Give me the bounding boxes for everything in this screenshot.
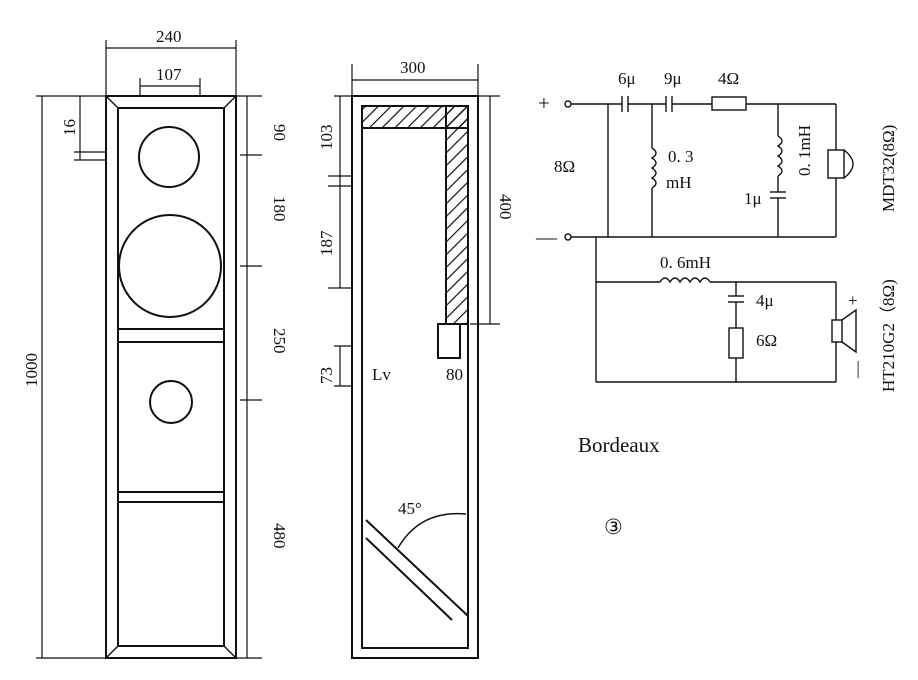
tw-l1-value: 0. 3: [668, 147, 694, 166]
dim-port-height: 73: [317, 367, 336, 384]
model-title: Bordeaux: [578, 433, 660, 457]
dim-seg-top: 90: [270, 124, 289, 141]
figure-number: ③: [604, 515, 623, 539]
tw-c3: 1μ: [744, 189, 762, 208]
dim-port-span: 187: [317, 230, 336, 256]
tw-l1-unit: mH: [666, 173, 692, 192]
front-baffle-inner: [117, 107, 225, 647]
woofer-driver-symbol: [831, 319, 843, 343]
front-view: 240 107 1000 16 90 180 250 480: [22, 27, 289, 659]
wf-l1: 0. 6mH: [660, 253, 711, 272]
tw-driver: MDT32(8Ω): [879, 125, 898, 212]
tw-c2: 9μ: [664, 69, 682, 88]
dim-height-total: 1000: [22, 353, 41, 387]
tweeter-cutout: [138, 126, 200, 188]
front-baffle-outline: [105, 95, 237, 659]
dim-seg-3: 250: [270, 328, 289, 354]
minus-terminal: —: [535, 225, 558, 249]
impedance-label: 8Ω: [554, 157, 575, 176]
side-view: 45° Lv 300 103 187 73 400 80: [317, 58, 515, 659]
dim-width-inner: 107: [156, 65, 182, 84]
wf-r1: 6Ω: [756, 331, 777, 350]
wf-plus: +: [848, 291, 858, 310]
dim-upper-chamber: 400: [496, 194, 515, 220]
wf-inductor: [659, 277, 711, 284]
tw-c1: 6μ: [618, 69, 636, 88]
dim-panel-thickness: 16: [60, 119, 79, 136]
port-label: Lv: [372, 365, 391, 384]
woofer-cutout: [118, 214, 222, 318]
rear-damping: [445, 105, 469, 325]
wf-minus: —: [847, 360, 866, 379]
tw-r1: 4Ω: [718, 69, 739, 88]
wf-c1: 4μ: [756, 291, 774, 310]
dim-seg-4: 480: [270, 523, 289, 549]
tw-resistor: [711, 96, 747, 111]
crossover-schematic: + — 8Ω 6μ 9μ 4Ω 0. 3 mH 0. 1mH 1μ: [535, 69, 898, 392]
tw-inductor-1: [650, 147, 657, 189]
port-cutout: [149, 380, 193, 424]
tw-inductor-2: [776, 135, 783, 177]
dim-seg-2: 180: [270, 196, 289, 222]
wf-driver: HT210G2（8Ω): [879, 279, 898, 392]
dim-top-offset: 103: [317, 125, 336, 151]
tw-l2: 0. 1mH: [795, 125, 814, 176]
dim-width-total: 240: [156, 27, 182, 46]
port-tube: [437, 323, 461, 359]
tweeter-driver-symbol: [827, 149, 845, 179]
wf-resistor: [728, 327, 744, 359]
dim-depth: 300: [400, 58, 426, 77]
angle-label: 45°: [398, 499, 422, 518]
side-cabinet-outline: [351, 95, 479, 659]
dim-port-depth: 80: [446, 365, 463, 384]
plus-terminal: +: [538, 91, 550, 115]
